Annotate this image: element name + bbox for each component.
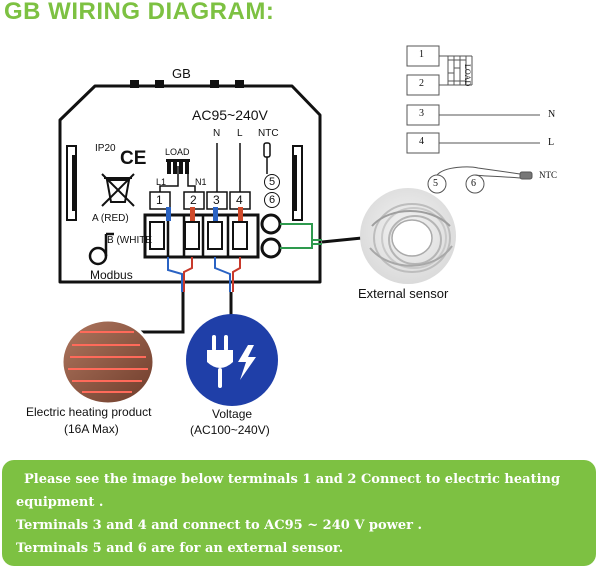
- wiring-diagram: [58, 45, 540, 406]
- ntc-label: NTC: [258, 128, 279, 139]
- instruction-banner: Please see the image below terminals 1 a…: [2, 460, 596, 566]
- schematic-terminal-4: 4: [419, 136, 424, 147]
- schematic-l-label: L: [548, 137, 555, 148]
- ntc-terminal-5: 5: [264, 174, 280, 190]
- schematic-terminal-2: 2: [419, 78, 424, 89]
- voltage-plug-icon: [186, 314, 278, 406]
- ntc-probe-icon: [263, 142, 271, 174]
- instruction-line-1: Please see the image below terminals 1 a…: [24, 472, 561, 487]
- schematic-terminal-6: 6: [471, 178, 476, 189]
- b-white-label: B (WHITE: [107, 235, 152, 246]
- supply-label: AC95~240V: [192, 107, 268, 123]
- schematic-ntc-label: NTC: [539, 170, 557, 180]
- schematic: [406, 45, 540, 194]
- weee-bin-icon: [101, 173, 135, 207]
- load-label: LOAD: [165, 147, 190, 157]
- terminal-block: [143, 213, 260, 259]
- heating-caption-line2: (16A Max): [64, 422, 119, 436]
- modbus-label: Modbus: [90, 268, 133, 282]
- instruction-line-3: Terminals 3 and 4 and connect to AC95 ~ …: [16, 518, 423, 533]
- external-sensor-image: [360, 188, 456, 284]
- terminal-4-label: 4: [236, 193, 243, 207]
- a-red-label: A (RED): [92, 213, 129, 224]
- load-wires: [167, 257, 193, 292]
- l-label: L: [237, 128, 243, 139]
- schematic-terminal-1: 1: [419, 49, 424, 60]
- load-coil-icon: [166, 159, 190, 174]
- heating-product-image: [60, 318, 156, 406]
- sensor-terminals: [260, 213, 363, 259]
- n-label: N: [213, 128, 221, 139]
- schematic-n-label: N: [548, 109, 556, 120]
- device-name: GB: [172, 66, 191, 81]
- ip-rating-label: IP20: [95, 143, 116, 154]
- schematic-terminal-3: 3: [419, 108, 424, 119]
- power-wires: [214, 257, 241, 292]
- ntc-terminal-6: 6: [264, 192, 280, 208]
- terminal-3-label: 3: [213, 193, 220, 207]
- l1-label: L1: [156, 177, 167, 187]
- modbus-connector-icon: [88, 232, 114, 266]
- terminal-2-label: 2: [190, 193, 197, 207]
- terminal-1-label: 1: [156, 193, 163, 207]
- instruction-line-2: equipment .: [16, 495, 104, 510]
- n1-label: N1: [195, 177, 207, 187]
- heating-caption-line1: Electric heating product: [26, 405, 152, 419]
- page-title: GB WIRING DIAGRAM:: [4, 0, 275, 25]
- ce-mark: CE: [120, 148, 147, 169]
- sensor-caption: External sensor: [358, 286, 449, 301]
- terminal-labels: [149, 191, 251, 210]
- schematic-terminal-5: 5: [433, 178, 438, 189]
- instruction-line-4: Terminals 5 and 6 are for an external se…: [16, 541, 344, 556]
- voltage-caption-line2: (AC100~240V): [190, 423, 270, 437]
- voltage-caption-line1: Voltage: [212, 407, 253, 421]
- schematic-load-label: LOAD: [463, 64, 472, 87]
